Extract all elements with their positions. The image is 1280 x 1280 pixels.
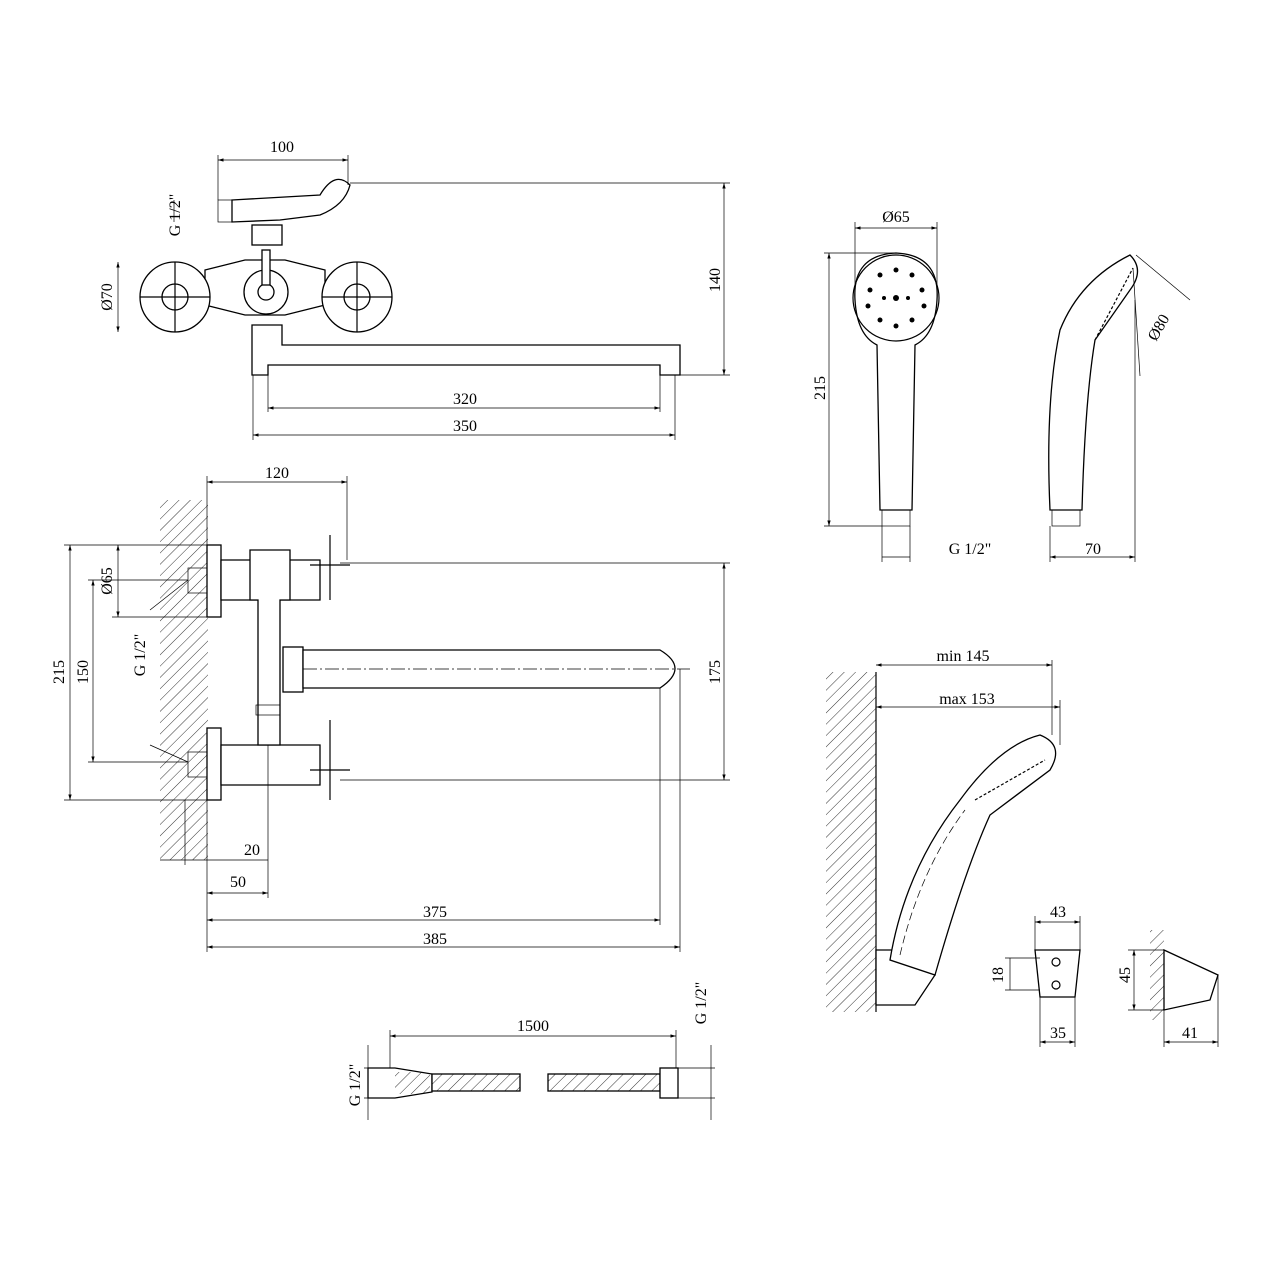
- wall-hatch: [160, 500, 208, 860]
- dim-front-inlet: G 1/2": [132, 634, 149, 677]
- dim-top-width: 100: [270, 139, 294, 156]
- holder-side-wall: [1150, 930, 1164, 1020]
- dim-holder-depth: 41: [1182, 1025, 1198, 1042]
- shower-head-front: [852, 252, 940, 527]
- dim-side-depth: 70: [1085, 541, 1101, 558]
- dim-holder-base: 35: [1050, 1025, 1066, 1042]
- dim-head-diameter: Ø65: [882, 209, 910, 226]
- dim-handle-span: 175: [707, 660, 724, 684]
- dim-offset-20: 20: [244, 842, 260, 859]
- spout: [251, 324, 681, 376]
- dim-hose-thread-right: G 1/2": [693, 982, 710, 1025]
- dim-max: max 153: [939, 691, 995, 708]
- dim-hose-length: 1500: [517, 1018, 549, 1035]
- holder-wall-hatch: [826, 672, 876, 1012]
- holder-side: [1163, 948, 1219, 1011]
- dim-holder-slot: 18: [990, 967, 1007, 983]
- dim-holder-width: 43: [1050, 904, 1066, 921]
- dim-front-total-length: 385: [423, 931, 447, 948]
- dim-side-diameter: Ø80: [1145, 312, 1174, 344]
- dim-top-inlet: G 1/2": [167, 194, 184, 237]
- shower-outlet: [231, 178, 351, 223]
- dim-min: min 145: [937, 648, 990, 665]
- dim-front-total-height: 215: [51, 660, 68, 684]
- top-view-faucet: [116, 155, 730, 440]
- dim-front-depth: 120: [265, 465, 289, 482]
- dim-front-spout-reach: 375: [423, 904, 447, 921]
- holder-with-shower: [875, 734, 1057, 1006]
- dim-head-length: 215: [812, 376, 829, 400]
- dim-handle-diameter: Ø70: [99, 283, 116, 311]
- dim-top-spout-reach: 320: [453, 391, 477, 408]
- dim-top-total-length: 350: [453, 418, 477, 435]
- shower-hose: [367, 1067, 679, 1099]
- shower-head-side: [1048, 254, 1139, 527]
- dim-flange-diameter: Ø65: [99, 567, 116, 595]
- dim-head-thread: G 1/2": [949, 541, 992, 558]
- front-view-faucet: [187, 535, 690, 801]
- holder-front: [1034, 949, 1081, 998]
- dim-holder-height: 45: [1117, 967, 1134, 983]
- dim-top-height: 140: [707, 268, 724, 292]
- dim-center-distance: 150: [75, 660, 92, 684]
- inlet-thread: [217, 199, 233, 223]
- dim-hose-thread-left: G 1/2": [347, 1064, 364, 1107]
- dim-offset-50: 50: [230, 874, 246, 891]
